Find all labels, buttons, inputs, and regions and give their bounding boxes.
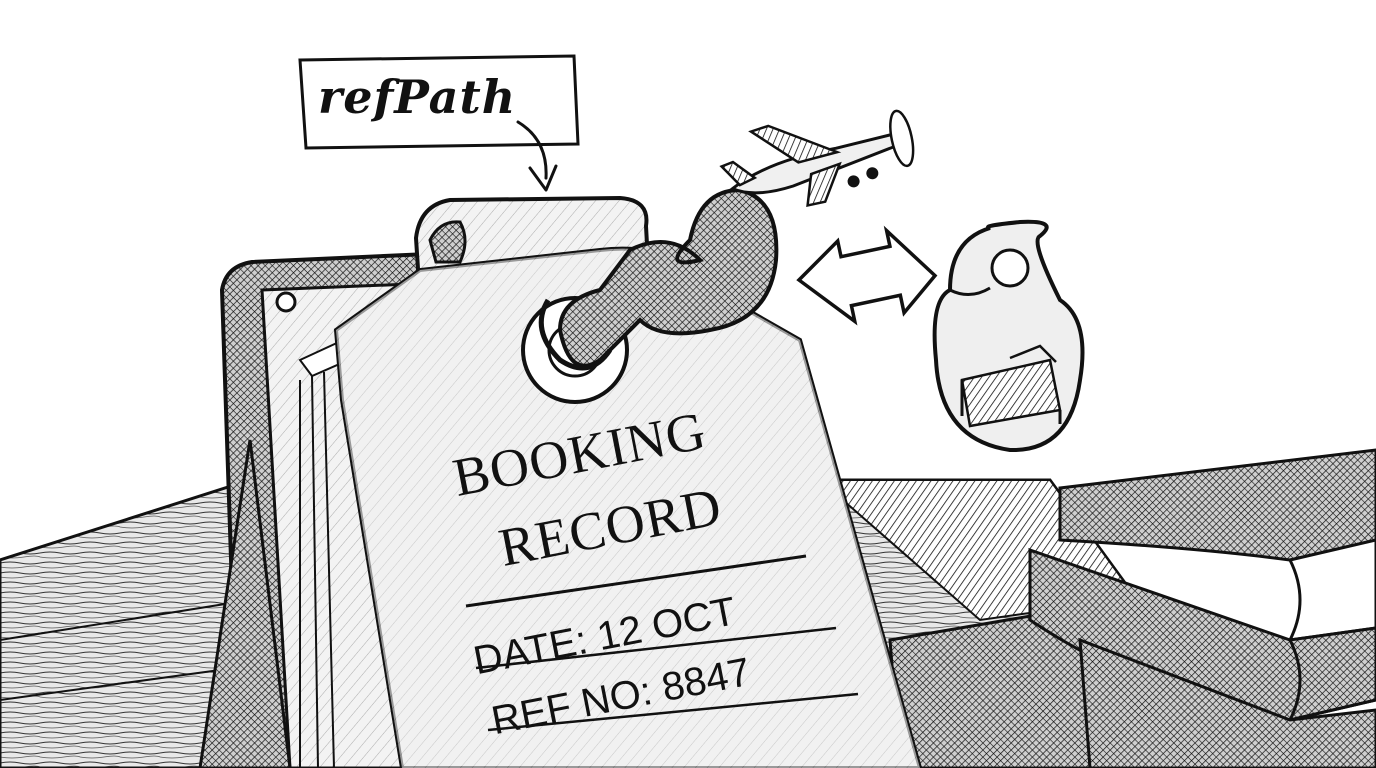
airplane-icon bbox=[719, 109, 915, 208]
rivet-icon bbox=[275, 291, 297, 313]
book-stack bbox=[1028, 448, 1376, 768]
callout-box bbox=[298, 54, 580, 192]
bed-icon bbox=[960, 344, 1062, 428]
double-arrow-icon bbox=[796, 225, 938, 326]
booking-tag bbox=[333, 246, 923, 768]
